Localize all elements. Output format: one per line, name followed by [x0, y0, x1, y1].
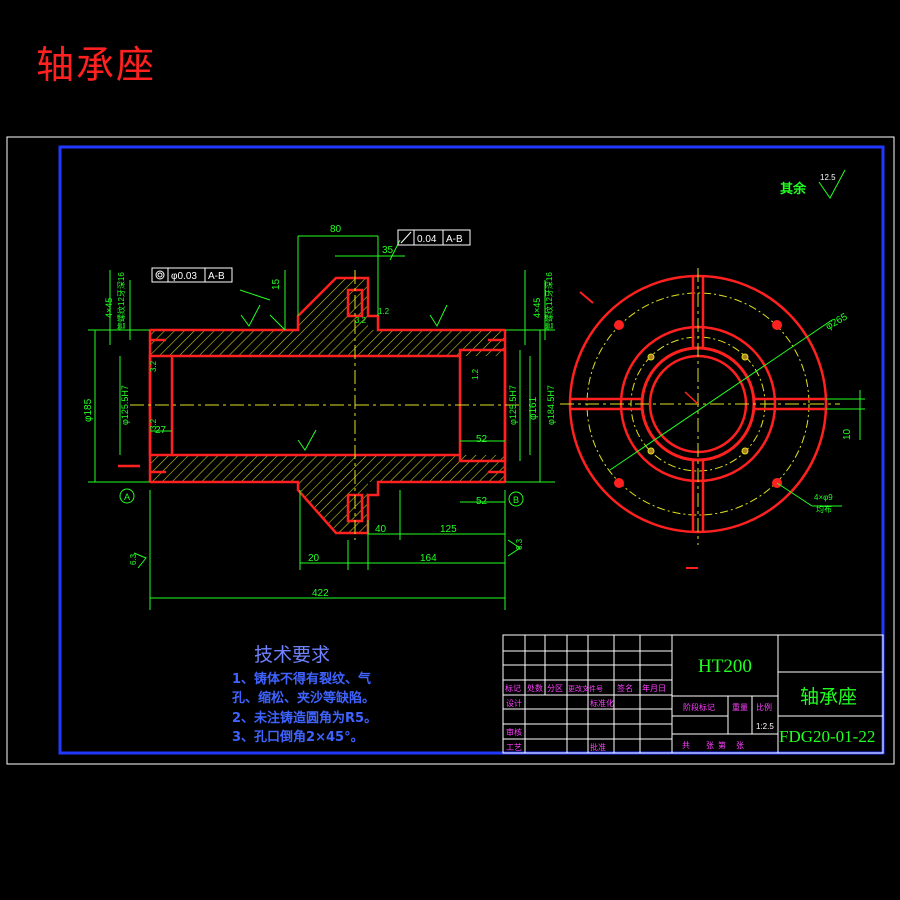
dim-164: 164	[420, 553, 437, 564]
tb-design: 设计	[506, 698, 522, 708]
dim-35: 35	[382, 245, 394, 256]
dim-52-upper: 52	[476, 434, 488, 445]
tech-heading: 技术要求	[254, 644, 331, 666]
dim-161: φ161	[528, 396, 539, 420]
dim-thread-right: 管螺纹12牙深16	[544, 272, 554, 330]
tb-sign: 签名	[617, 683, 633, 693]
tb-count: 处数	[527, 683, 543, 693]
tb-drawing-no: FDG20-01-22	[779, 727, 875, 746]
dim-27: 27	[155, 425, 167, 436]
dim-125-right: φ125.5H7	[508, 385, 518, 425]
wall-bottom-hatch	[150, 455, 505, 482]
tech-line-3: 2、未注铸造圆角为R5。	[232, 711, 378, 726]
sheet-title: 轴承座	[36, 43, 157, 87]
outer-frame	[6, 136, 895, 765]
tb-sheets: 共	[682, 741, 690, 750]
flange-bottom-hatch	[298, 482, 368, 533]
section-view	[88, 229, 555, 610]
tb-material: HT200	[698, 656, 752, 677]
datum-b: B	[513, 495, 519, 505]
datum-a: A	[124, 492, 130, 502]
dim-422: 422	[312, 588, 329, 599]
roughness-r3: 1.2	[471, 368, 480, 380]
dim-265: φ265	[824, 311, 850, 332]
tb-zone: 分区	[547, 684, 563, 693]
tb-scale: 1:2.5	[756, 722, 774, 731]
tb-check: 审核	[506, 727, 522, 737]
dim-holes: 4×φ9	[814, 493, 833, 502]
dim-185: φ185	[83, 398, 94, 422]
roughness-other-label: 其余	[780, 181, 807, 197]
roughness-r4: 1.2	[378, 307, 390, 316]
tb-sheet-no2: 张	[736, 741, 744, 750]
tech-line-4: 3、孔口倒角2×45°。	[232, 730, 364, 745]
tech-line-2: 孔、缩松、夹沙等缺陷。	[232, 691, 376, 706]
tech-line-1: 1、铸体不得有裂纹、气	[232, 672, 372, 687]
dim-52-lower: 52	[476, 496, 488, 507]
end-view	[560, 268, 865, 569]
roughness-r7: 3.2	[355, 316, 367, 325]
tb-date: 年月日	[642, 683, 666, 693]
tb-stage: 阶段标记	[683, 702, 715, 712]
outline-top	[150, 276, 505, 332]
roughness-r5: 6.3	[129, 553, 138, 565]
dim-10: 10	[842, 428, 853, 440]
dim-125-left: φ125.5H7	[120, 385, 130, 425]
tb-process: 工艺	[506, 743, 522, 752]
inner-frame	[58, 145, 885, 755]
dim-thread-left: 管螺纹12牙深16	[116, 272, 126, 330]
tb-ratio: 比例	[756, 702, 772, 712]
roughness-other-symbol	[818, 169, 846, 199]
dim-4x45-left: 4×45	[104, 298, 114, 318]
tb-approve: 批准	[590, 742, 606, 752]
tb-weight: 重量	[732, 702, 748, 712]
roughness-r6: 6.3	[515, 538, 524, 550]
concentricity-value: φ0.03	[171, 271, 197, 282]
wall-top-hatch	[150, 330, 505, 356]
dim-80: 80	[330, 224, 342, 235]
tb-sheet-no: 第	[718, 740, 726, 750]
tb-standard: 标准化	[590, 698, 614, 708]
dim-holes-even: 均布	[816, 504, 832, 514]
tb-change: 更改文件号	[568, 684, 603, 693]
dim-4x45-right: 4×45	[532, 298, 542, 318]
concentricity-datum: A-B	[208, 271, 225, 282]
dim-20: 20	[308, 553, 320, 564]
roughness-r1: 3.2	[149, 360, 158, 372]
dim-184: φ184.5H7	[546, 385, 556, 425]
tb-part-name: 轴承座	[800, 686, 857, 708]
dim-125: 125	[440, 524, 457, 535]
dim-40: 40	[375, 524, 387, 535]
runout-datum: A-B	[446, 234, 463, 245]
tb-mark: 标记	[505, 683, 521, 693]
title-block	[502, 634, 884, 754]
dim-15: 15	[271, 278, 282, 290]
roughness-r2: 3.2	[149, 418, 158, 430]
tb-sheet-of: 张	[706, 741, 714, 750]
roughness-other-value: 12.5	[820, 173, 836, 182]
runout-value: 0.04	[417, 234, 437, 245]
